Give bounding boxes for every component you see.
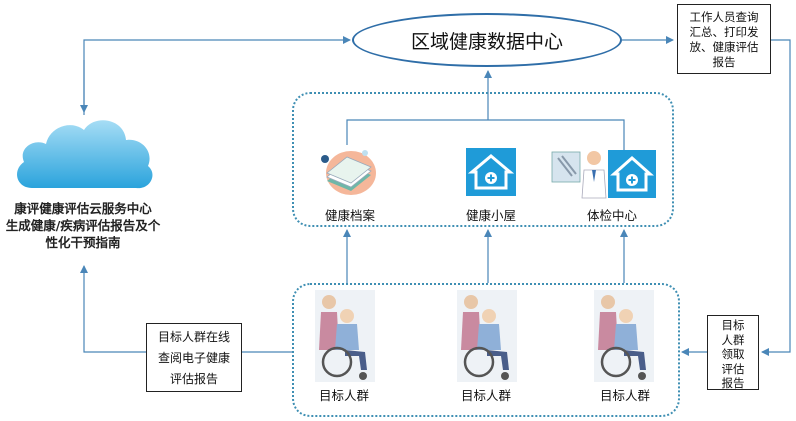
target-label-1: 目标人群 — [319, 388, 370, 403]
data-center-title: 区域健康数据中心 — [410, 30, 563, 53]
data-center-node: 区域健康数据中心 — [352, 13, 622, 67]
online-report-text: 目标人群在线查阅电子健康评估报告 — [157, 330, 230, 386]
service-label-hut: 健康小屋 — [466, 208, 517, 223]
online-report-box: 目标人群在线查阅电子健康评估报告 — [146, 323, 242, 392]
cloud-service-caption: 康评健康评估云服务中心 生成健康/疾病评估报告及个 性化干预指南 — [0, 200, 166, 251]
checkup-center-icon — [551, 150, 656, 199]
pickup-report-box: 目标人群领取评估报告 — [707, 315, 759, 390]
target-label-3: 目标人群 — [600, 388, 651, 403]
staff-to-pickup-line — [761, 39, 791, 356]
pickup-report-text: 目标人群领取评估报告 — [721, 318, 745, 390]
cloud-line3: 性化干预指南 — [45, 235, 121, 250]
target-label-2: 目标人群 — [461, 388, 512, 403]
cloud-icon — [17, 120, 153, 189]
service-bus-line — [346, 119, 625, 150]
online-to-cloud-arrow — [80, 265, 146, 353]
health-hut-icon — [466, 148, 516, 196]
cloud-title: 康评健康评估云服务中心 — [14, 201, 152, 216]
staff-query-box: 工作人员查询汇总、打印发放、健康评估报告 — [677, 4, 771, 74]
health-record-icon — [321, 150, 376, 195]
elderly-wheelchair-icon — [315, 290, 375, 382]
staff-query-text: 工作人员查询汇总、打印发放、健康评估报告 — [689, 10, 759, 69]
service-label-record: 健康档案 — [325, 208, 376, 223]
service-group — [292, 92, 674, 227]
elderly-wheelchair-icon — [457, 290, 517, 382]
service-label-checkup: 体检中心 — [587, 208, 638, 223]
cloud-line2: 生成健康/疾病评估报告及个 — [5, 218, 161, 233]
target-group — [292, 283, 680, 417]
elderly-wheelchair-icon — [594, 290, 654, 382]
